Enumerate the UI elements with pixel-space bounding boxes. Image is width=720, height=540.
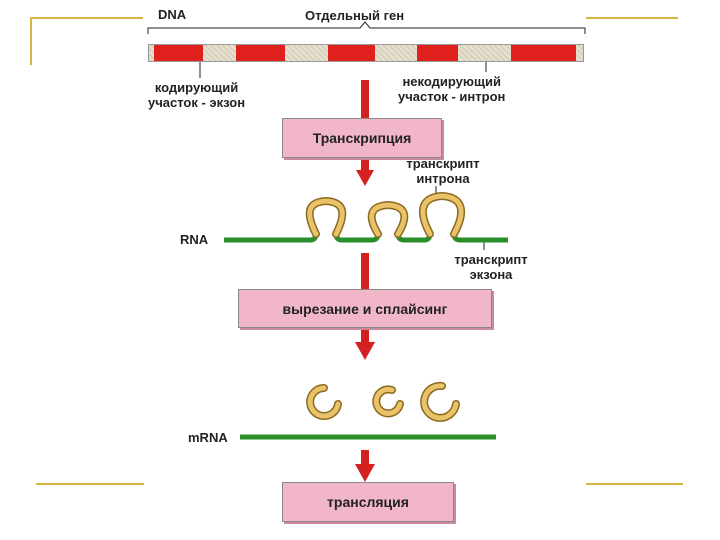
frame-bottom-left xyxy=(36,483,144,485)
splicing-box: вырезание и сплайсинг xyxy=(238,289,492,328)
dna-intron-segment xyxy=(284,45,329,61)
rna-label: RNA xyxy=(180,232,209,247)
dna-exon-segment xyxy=(328,45,376,61)
coding-region-line-1: кодирующий xyxy=(154,80,239,95)
noncoding-region-line-1: некодирующий xyxy=(402,74,501,89)
dna-intron-segment xyxy=(149,45,155,61)
intron-transcript-line-2: интрона xyxy=(416,171,470,186)
exon-transcript-line-1: транскрипт xyxy=(454,252,528,267)
dna-intron-segment xyxy=(458,45,511,61)
noncoding-region-line-2: участок - интрон xyxy=(398,89,506,104)
frame-bottom-right xyxy=(586,483,683,485)
dna-exon-segment xyxy=(416,45,459,61)
dna-intron-segment xyxy=(203,45,236,61)
dna-exon-segment xyxy=(154,45,204,61)
arrow-to-translation xyxy=(355,450,375,482)
frame-left-vertical xyxy=(30,17,32,65)
exon-transcript-line-2: экзона xyxy=(469,267,513,282)
frame-top-left xyxy=(30,17,143,19)
noncoding-region-label: некодирующий участок - интрон xyxy=(398,74,505,104)
rna-strand xyxy=(224,233,508,243)
dna-intron-segment xyxy=(575,45,583,61)
frame-top-right xyxy=(586,17,678,19)
arrow-to-excised-introns xyxy=(355,328,375,360)
dna-strip xyxy=(148,44,584,62)
coding-region-label: кодирующий участок - экзон xyxy=(148,80,245,110)
intron-transcript-line-1: транскрипт xyxy=(406,156,480,171)
dna-label: DNA xyxy=(158,7,187,22)
intron-transcript-label: транскрипт интрона xyxy=(398,156,488,186)
coding-region-line-2: участок - экзон xyxy=(148,95,246,110)
dna-exon-segment xyxy=(235,45,285,61)
dna-intron-segment xyxy=(375,45,417,61)
arrow-to-splicing xyxy=(361,253,369,289)
arrow-transcription xyxy=(361,80,369,118)
gene-label: Отдельный ген xyxy=(305,8,405,23)
arrow-to-rna xyxy=(356,158,374,186)
gene-bracket xyxy=(147,21,586,34)
translation-box: трансляция xyxy=(282,482,454,522)
transcription-box: Транскрипция xyxy=(282,118,442,158)
mrna-label: mRNA xyxy=(188,430,228,445)
exon-transcript-label: транскрипт экзона xyxy=(446,252,536,282)
dna-exon-segment xyxy=(510,45,576,61)
